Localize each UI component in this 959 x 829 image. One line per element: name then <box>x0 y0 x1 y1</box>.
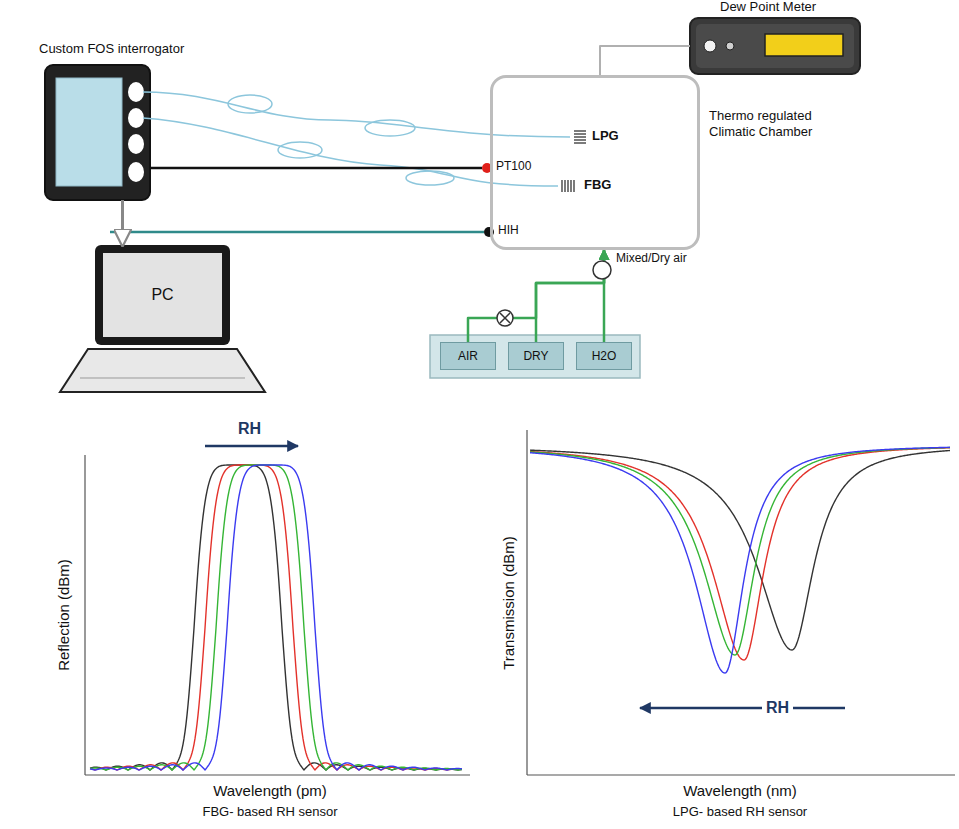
lpg-spectrum <box>530 450 950 650</box>
sensor-name: PT100 <box>496 160 531 174</box>
fbg-spectrum <box>90 465 462 770</box>
node-text: H2O <box>592 349 617 363</box>
node-text: Dew Point Meter <box>720 0 816 14</box>
spectra <box>90 447 950 770</box>
node-text: PC <box>151 286 173 304</box>
plot-axes <box>85 430 955 775</box>
axis-title: Wavelength (pm) <box>213 782 327 799</box>
supply-box: DRY <box>508 342 564 370</box>
axis-title: Wavelength (nm) <box>683 782 797 799</box>
rh-label: RH <box>762 699 793 717</box>
fiber-cables <box>110 92 570 232</box>
dew-point-meter: Dew Point Meter <box>690 18 860 74</box>
sensor-name: FBG <box>584 178 611 193</box>
fbg-spectrum <box>90 465 462 770</box>
pt100-wire <box>150 167 482 170</box>
data-arrow <box>121 200 124 245</box>
pc-screen: PC <box>95 245 230 345</box>
valve-marks <box>482 131 611 326</box>
node-text: AIR <box>458 349 478 363</box>
sensor-name: LPG <box>592 129 619 144</box>
lpg-spectrum <box>530 447 950 673</box>
laptop-pc <box>60 245 265 392</box>
supply-box: AIR <box>440 342 496 370</box>
interrogator-device <box>45 65 150 200</box>
fbg-spectrum <box>90 465 462 770</box>
rh-label: RH <box>238 420 261 438</box>
rh-arrow <box>640 707 845 710</box>
gas-supply-panel <box>430 335 640 378</box>
plot-caption: FBG- based RH sensor <box>202 805 337 820</box>
hih-wire <box>110 231 484 234</box>
flow-label: Mixed/Dry air <box>616 252 687 266</box>
axis-title: Reflection (dBm) <box>55 559 72 671</box>
interrogator-box: Custom FOS interrogator <box>45 65 150 200</box>
fbg-spectrum <box>90 465 462 770</box>
lpg-spectrum <box>530 448 950 655</box>
node-text: DRY <box>523 349 548 363</box>
node-text: Thermo regulated Climatic Chamber <box>709 108 859 141</box>
supply-box: H2O <box>576 342 632 370</box>
node-text: Custom FOS interrogator <box>39 41 184 56</box>
plot-caption: LPG- based RH sensor <box>673 805 807 820</box>
axis-title: Transmission (dBm) <box>500 536 517 670</box>
air-line <box>468 250 604 342</box>
rh-arrow <box>205 445 298 448</box>
sensor-cable <box>600 46 690 75</box>
air-line <box>536 250 604 342</box>
dew-point-meter-device <box>690 18 860 74</box>
lpg-spectrum <box>530 448 950 660</box>
sensor-name: HIH <box>498 224 519 238</box>
